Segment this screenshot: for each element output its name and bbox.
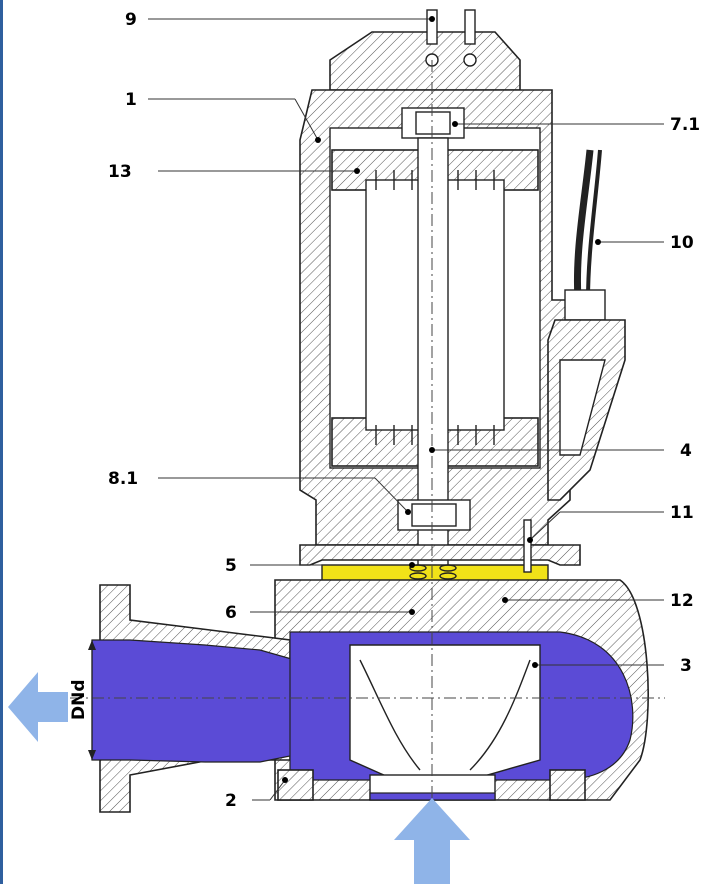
label-3: 3 xyxy=(680,656,692,676)
label-12: 12 xyxy=(670,591,694,611)
moisture-sensor xyxy=(523,519,532,573)
top-cap xyxy=(329,31,521,91)
terminal-box-inner xyxy=(559,359,606,456)
lower-bearing-race xyxy=(411,503,457,527)
label-11: 11 xyxy=(670,503,694,523)
winding-teeth xyxy=(375,170,495,445)
power-cable xyxy=(573,149,594,301)
label-13: 13 xyxy=(108,162,132,182)
foot-left xyxy=(277,769,314,801)
power-cable-core xyxy=(586,149,602,301)
label-6: 6 xyxy=(225,603,237,623)
foot-right xyxy=(549,769,586,801)
label-4: 4 xyxy=(680,441,692,461)
impeller-vane-left xyxy=(359,659,421,771)
dimension-label: DNd xyxy=(69,679,89,720)
lifting-bolt-right xyxy=(464,9,476,45)
dimension-arrow-top xyxy=(88,640,96,650)
label-8-1: 8.1 xyxy=(108,469,138,489)
outlet-flow-arrow-icon xyxy=(8,672,68,742)
top-port-right xyxy=(463,53,477,67)
dimension-arrow-bottom xyxy=(88,750,96,760)
discharge-fluid xyxy=(91,639,296,763)
label-2: 2 xyxy=(225,791,237,811)
impeller-vane-right xyxy=(469,659,531,771)
callouts: 9 1 7.1 13 10 4 8.1 11 5 6 12 3 xyxy=(108,10,700,811)
label-7-1: 7.1 xyxy=(670,115,700,135)
inlet-flow-arrow-icon xyxy=(394,798,470,884)
label-1: 1 xyxy=(125,90,137,110)
lower-bearing xyxy=(397,499,471,531)
upper-bearing-race xyxy=(415,111,451,135)
label-10: 10 xyxy=(670,233,694,253)
frame-left-border xyxy=(0,0,3,884)
lifting-bolt-left xyxy=(426,9,438,45)
label-5: 5 xyxy=(225,556,237,576)
cable-gland xyxy=(564,289,606,321)
impeller xyxy=(349,644,541,781)
label-9: 9 xyxy=(125,10,137,30)
